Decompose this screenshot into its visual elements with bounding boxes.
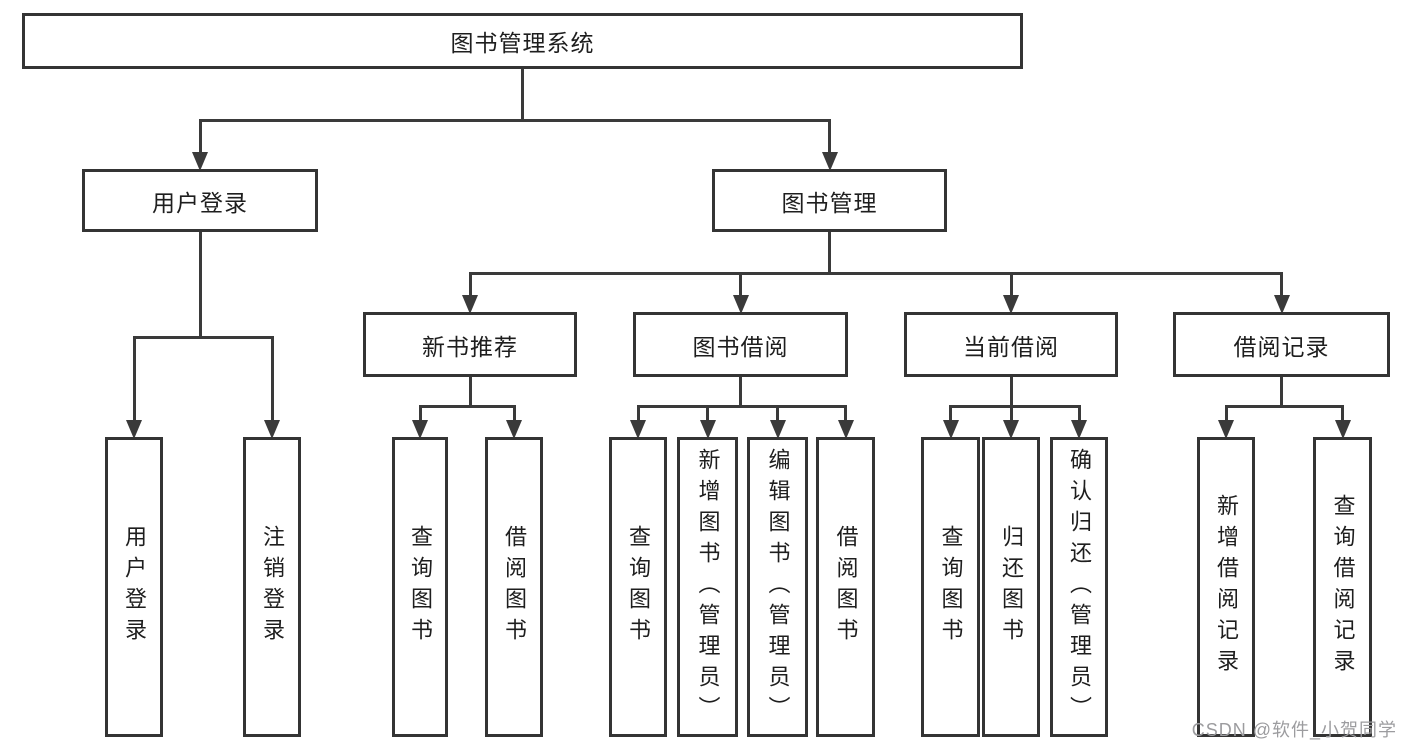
connector-stem-borrow-records (1280, 377, 1283, 408)
node-nb-query: 查询图书 (392, 437, 448, 737)
node-label-new-books: 新书推荐 (422, 333, 518, 360)
node-label-bb-query: 查询图书 (626, 525, 651, 649)
arrow-into-nb-query (412, 420, 428, 439)
node-label-cb-query: 查询图书 (938, 525, 964, 649)
node-label-mgmt: 图书管理 (781, 189, 878, 216)
arrow-into-cb-confirm (1071, 420, 1087, 439)
node-br-query: 查询借阅记录 (1313, 437, 1372, 737)
arrow-into-br-add (1218, 420, 1234, 439)
connector-stem-new-books (468, 377, 472, 408)
connector-drop-nb-borrow (512, 405, 516, 422)
connector-stem-current-borrow (1009, 377, 1013, 408)
arrow-into-bb-borrow (837, 420, 854, 439)
connector-bus-borrow-records (1224, 405, 1344, 408)
node-new-books: 新书推荐 (363, 312, 577, 377)
node-current-borrow: 当前借阅 (904, 312, 1118, 377)
connector-drop-cb-return (1009, 405, 1013, 422)
arrow-into-bb-add (699, 420, 716, 439)
connector-drop-nb-query (418, 405, 422, 422)
node-cb-return: 归还图书 (982, 437, 1040, 737)
connector-drop-bb-edit (776, 405, 779, 422)
arrow-into-bb-query (630, 420, 646, 439)
connector-drop-logout (270, 336, 274, 422)
node-login: 用户登录 (82, 169, 318, 232)
connector-drop-bb-query (636, 405, 640, 422)
connector-drop-br-query (1341, 405, 1344, 422)
connector-bus-book-borrow (636, 405, 847, 408)
arrow-into-new-books (462, 295, 478, 314)
node-nb-borrow: 借阅图书 (485, 437, 543, 737)
node-label-bb-borrow: 借阅图书 (833, 525, 859, 649)
arrow-into-br-query (1334, 420, 1351, 439)
connector-drop-mgmt (828, 119, 831, 154)
arrow-into-current-borrow (1003, 295, 1019, 314)
connector-drop-new-books (468, 272, 472, 297)
connector-drop-br-add (1224, 405, 1228, 422)
connector-drop-bb-borrow (844, 405, 847, 422)
arrow-into-borrow-records (1273, 295, 1290, 314)
connector-bus-root (198, 119, 831, 122)
node-bb-add: 新增图书（管理员） (677, 437, 738, 737)
node-cb-confirm: 确认归还（管理员） (1050, 437, 1108, 737)
node-bb-edit: 编辑图书（管理员） (747, 437, 808, 737)
connector-drop-book-borrow (739, 272, 742, 297)
node-label-borrow-records: 借阅记录 (1233, 333, 1330, 360)
connector-bus-current-borrow (949, 405, 1081, 408)
node-label-bb-add: 新增图书（管理员） (695, 447, 721, 727)
node-label-br-query: 查询借阅记录 (1330, 494, 1356, 680)
node-label-br-add: 新增借阅记录 (1214, 494, 1239, 680)
node-user-login: 用户登录 (105, 437, 163, 737)
node-label-nb-borrow: 借阅图书 (502, 525, 527, 649)
connector-drop-cb-query (949, 405, 952, 422)
node-label-cb-confirm: 确认归还（管理员） (1067, 447, 1092, 727)
node-bb-borrow: 借阅图书 (816, 437, 875, 737)
connector-bus-new-books (418, 405, 516, 408)
arrow-into-bb-edit (769, 420, 786, 439)
connector-stem-mgmt (828, 232, 831, 275)
node-label-book-borrow: 图书借阅 (692, 333, 789, 360)
arrow-into-login (192, 152, 208, 171)
connector-stem-root (521, 69, 524, 122)
node-borrow-records: 借阅记录 (1173, 312, 1390, 377)
node-label-current-borrow: 当前借阅 (963, 333, 1059, 360)
arrow-into-user-login (126, 420, 142, 439)
node-mgmt: 图书管理 (712, 169, 947, 232)
arrow-into-cb-query (942, 420, 959, 439)
connector-drop-current-borrow (1009, 272, 1013, 297)
connector-stem-login (198, 232, 202, 339)
node-label-logout: 注销登录 (260, 525, 285, 649)
connector-drop-cb-confirm (1077, 405, 1081, 422)
arrow-into-nb-borrow (506, 420, 522, 439)
node-label-nb-query: 查询图书 (408, 525, 433, 649)
arrow-into-logout (264, 420, 280, 439)
connector-stem-book-borrow (739, 377, 742, 408)
connector-bus-mgmt (468, 272, 1283, 275)
csdn-watermark: CSDN @软件_小贺同学 (1191, 720, 1397, 740)
arrow-into-book-borrow (732, 295, 749, 314)
connector-drop-user-login (132, 336, 136, 422)
node-label-cb-return: 归还图书 (999, 525, 1024, 649)
node-cb-query: 查询图书 (921, 437, 980, 737)
node-label-user-login: 用户登录 (122, 525, 147, 649)
connector-drop-bb-add (706, 405, 709, 422)
node-book-borrow: 图书借阅 (633, 312, 848, 377)
connector-drop-login (198, 119, 202, 154)
node-label-root: 图书管理系统 (450, 30, 595, 56)
node-bb-query: 查询图书 (609, 437, 667, 737)
node-logout: 注销登录 (243, 437, 301, 737)
node-root: 图书管理系统 (22, 13, 1023, 69)
connector-drop-borrow-records (1280, 272, 1283, 297)
arrow-into-cb-return (1003, 420, 1019, 439)
node-label-bb-edit: 编辑图书（管理员） (765, 447, 791, 727)
node-label-login: 用户登录 (152, 189, 248, 216)
arrow-into-mgmt (821, 152, 838, 171)
node-br-add: 新增借阅记录 (1197, 437, 1255, 737)
connector-bus-login (132, 336, 274, 339)
